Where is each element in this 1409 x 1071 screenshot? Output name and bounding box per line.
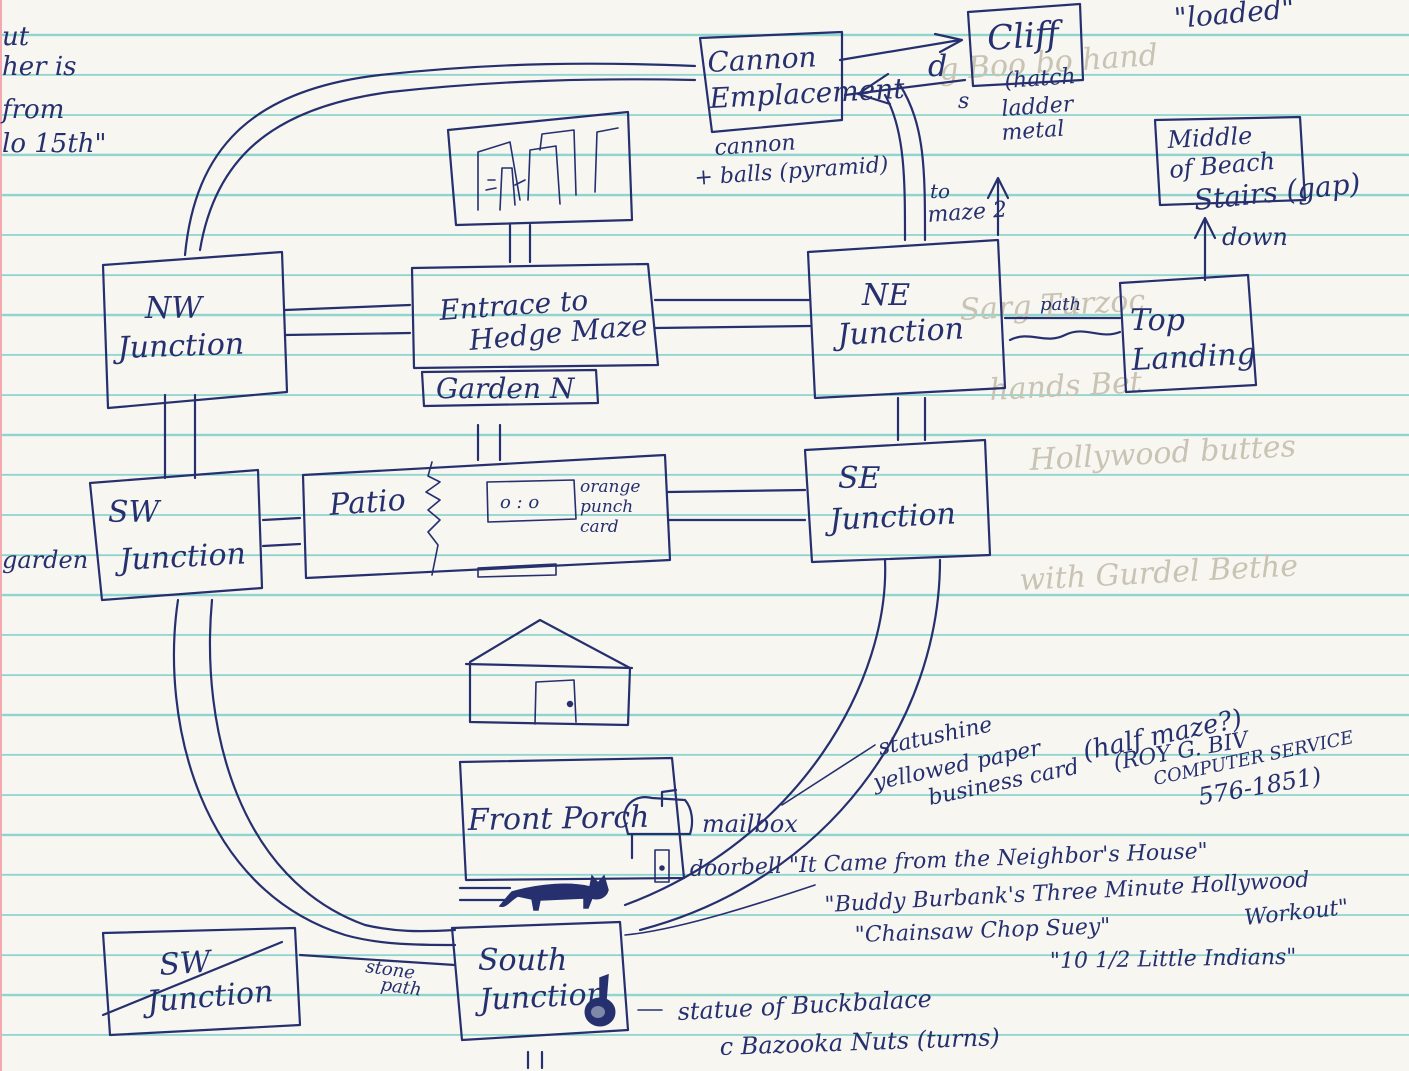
nw-label-1: NW <box>144 291 204 326</box>
svg-text:Hollywood buttes: Hollywood buttes <box>1028 429 1297 478</box>
hatch-note-3: metal <box>1001 117 1065 146</box>
to-maze-note-1: to <box>930 179 950 203</box>
hatch-note-2: ladder <box>1001 92 1076 122</box>
little-indians-note: "10 1/2 Little Indians" <box>1050 945 1297 974</box>
orange-card-note-2: punch <box>580 497 633 517</box>
workout-note: Workout" <box>1243 895 1350 931</box>
d-label: d <box>928 49 947 84</box>
cannon-label-2: Emplacement <box>708 72 906 115</box>
house-icon <box>468 618 632 727</box>
top-left-note-1: ut <box>2 22 30 52</box>
sw-label-1: SW <box>108 495 162 530</box>
chainsaw-note: "Chainsaw Chop Suey" <box>854 914 1111 948</box>
svg-text:hands Bet: hands Bet <box>989 365 1144 408</box>
top-landing-label-2: Landing <box>1130 337 1257 379</box>
room-boxes <box>88 2 1307 1042</box>
room-sw-junction-box <box>88 468 264 602</box>
margin-line <box>0 0 2 1071</box>
cannon-note-1: cannon <box>714 130 797 161</box>
top-left-note-4: lo 15th" <box>2 129 106 159</box>
room-south-junction-box <box>450 920 630 1042</box>
se-label-1: SE <box>838 461 881 496</box>
garden-left-note: garden <box>2 546 88 574</box>
notes: ut her is from lo 15th" "loaded" d s (ha… <box>0 0 1355 1061</box>
buddy-note: "Buddy Burbank's Three Minute Hollywood <box>824 868 1310 918</box>
s-label: s <box>958 89 969 114</box>
nw-label-2: Junction <box>111 327 245 367</box>
mailbox-icon <box>622 796 694 836</box>
room-top-landing-box <box>1118 273 1258 394</box>
path-note: path <box>1040 294 1081 315</box>
south-label-2: Junction <box>473 976 607 1018</box>
se-label-2: Junction <box>823 496 957 538</box>
ne-label-2: Junction <box>831 311 965 353</box>
doorbell-icon <box>654 849 670 883</box>
garden-n-label: Garden N <box>436 372 576 405</box>
cannon-label-1: Cannon <box>707 40 818 79</box>
to-maze-note-2: maze 2 <box>927 197 1008 227</box>
cliff-label: Cliff <box>986 14 1065 59</box>
orange-card-note-1: orange <box>580 477 640 497</box>
card-dots: o : o <box>500 492 539 513</box>
room-entrance-maze-box <box>410 262 660 370</box>
doorbell-note: doorbell "It Came from the Neighbor's Ho… <box>689 839 1208 882</box>
sw-crossed-label-1: SW <box>158 944 214 983</box>
south-label-1: South <box>478 943 567 978</box>
room-sw-junction-crossed-box <box>101 926 302 1037</box>
room-cliff-box <box>966 2 1085 88</box>
room-nw-junction-box <box>101 250 289 410</box>
room-patio-box <box>301 453 672 580</box>
orange-card-box <box>486 479 577 523</box>
patio-label: Patio <box>327 483 407 523</box>
room-se-junction-box <box>803 438 992 564</box>
room-middle-beach-box <box>1153 115 1307 207</box>
front-porch-label: Front Porch <box>467 800 650 838</box>
room-ne-junction-box <box>806 238 1007 400</box>
stone-path-note-2: path <box>379 974 423 1001</box>
room-garden-n-box <box>420 368 600 408</box>
statue-label: statue of Buckbalace <box>677 985 933 1026</box>
connectors <box>163 32 1217 1070</box>
middle-beach-label-1: Middle <box>1166 122 1253 154</box>
bazooka-label: c Bazooka Nuts (turns) <box>719 1023 1000 1061</box>
top-left-note-3: from <box>0 95 64 125</box>
top-left-note-2: her is <box>2 52 76 82</box>
loaded-note: "loaded" <box>1173 0 1296 35</box>
cat-icon <box>498 874 609 911</box>
sw-label-2: Junction <box>113 536 247 578</box>
room-cannon-box <box>698 30 844 134</box>
hatch-note-1: (hatch <box>1004 64 1077 94</box>
top-landing-label-1: Top <box>1130 303 1185 338</box>
orange-card-note-3: card <box>580 517 619 537</box>
room-labels: Cannon Emplacement Cliff Middle of Beach… <box>108 14 1362 1021</box>
mailbox-note: mailbox <box>702 810 798 838</box>
room-front-porch-box <box>458 756 686 882</box>
ne-label-1: NE <box>861 278 910 313</box>
down-note: down <box>1222 223 1288 251</box>
svg-text:with Gurdel Bethe: with Gurdel Bethe <box>1019 548 1299 598</box>
hut-box <box>446 110 634 227</box>
